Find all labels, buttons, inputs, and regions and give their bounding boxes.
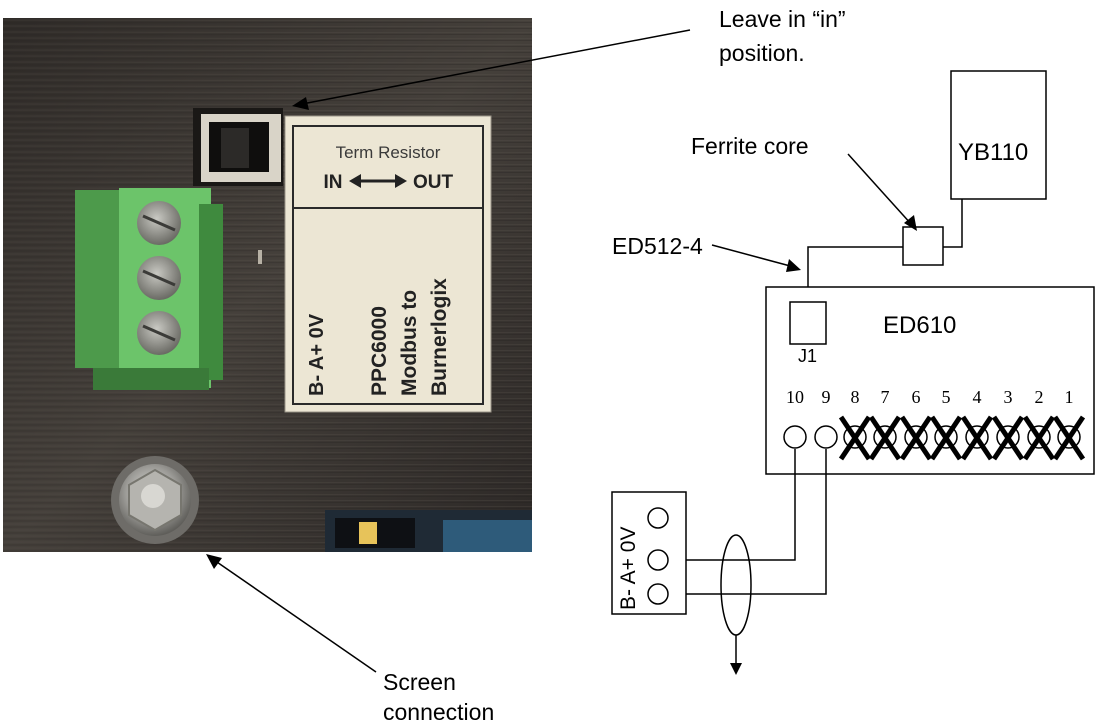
leave-in-line1: Leave in “in” bbox=[719, 6, 846, 32]
sticker-title: Term Resistor bbox=[336, 143, 441, 162]
terminal-number-5: 5 bbox=[941, 387, 951, 407]
sticker-line3: Burnerlogix bbox=[428, 278, 451, 396]
ferrite-arrow bbox=[847, 153, 917, 231]
panel-mark bbox=[258, 250, 262, 264]
terminal-number-6: 6 bbox=[911, 387, 921, 407]
cross-mark-icon bbox=[1052, 415, 1086, 461]
connector-terminal bbox=[647, 507, 669, 529]
connector-terminal bbox=[647, 583, 669, 605]
cross-mark-icon bbox=[960, 415, 994, 461]
cross-mark-icon bbox=[899, 415, 933, 461]
terminal-number-10: 10 bbox=[786, 387, 804, 407]
sticker-in: IN bbox=[324, 172, 343, 193]
j1-connector bbox=[789, 301, 827, 345]
screen-line1: Screen bbox=[383, 669, 456, 695]
terminal-9 bbox=[814, 425, 838, 449]
ferrite-label: Ferrite core bbox=[691, 133, 809, 159]
ed512-arrow bbox=[711, 244, 801, 272]
cross-mark-icon bbox=[838, 415, 872, 461]
terminal-row bbox=[783, 415, 1086, 461]
cross-mark-icon bbox=[929, 415, 963, 461]
terminal-number-2: 2 bbox=[1034, 387, 1044, 407]
j1-label: J1 bbox=[798, 346, 818, 366]
cable-j1-ferrite bbox=[807, 246, 903, 302]
green-terminal-block bbox=[75, 188, 223, 390]
earth-bolt bbox=[111, 456, 199, 544]
ed610-label: ED610 bbox=[883, 312, 957, 339]
ferrite-core bbox=[902, 226, 944, 266]
cross-mark-icon bbox=[1022, 415, 1056, 461]
earth-drain-arrow bbox=[730, 635, 742, 675]
terminal-number-3: 3 bbox=[1003, 387, 1013, 407]
device-photo: Term Resistor IN OUT B- A+ 0V PPC6000 Mo… bbox=[3, 18, 532, 552]
connector-terminal bbox=[647, 549, 669, 571]
wire-terminal-10 bbox=[668, 449, 796, 561]
cross-mark-icon bbox=[868, 415, 902, 461]
terminal-10 bbox=[783, 425, 807, 449]
label-sticker: Term Resistor IN OUT B- A+ 0V PPC6000 Mo… bbox=[284, 115, 492, 413]
terminal-number-9: 9 bbox=[821, 387, 831, 407]
screen-arrow bbox=[206, 554, 377, 673]
sticker-line2: Modbus to bbox=[398, 290, 421, 396]
cable-screen bbox=[720, 534, 752, 636]
connector-label: B- A+ 0V bbox=[617, 526, 640, 610]
sticker-out: OUT bbox=[413, 172, 454, 193]
terminal-number-8: 8 bbox=[850, 387, 860, 407]
term-resistor-switch bbox=[193, 108, 283, 186]
terminal-number-1: 1 bbox=[1064, 387, 1074, 407]
terminal-number-7: 7 bbox=[880, 387, 890, 407]
yb110-box bbox=[950, 70, 1047, 200]
device-photo-drawing: Term Resistor IN OUT B- A+ 0V PPC6000 Mo… bbox=[3, 18, 532, 552]
terminal-number-4: 4 bbox=[972, 387, 982, 407]
screen-line2: connection bbox=[383, 699, 495, 725]
sticker-terminals: B- A+ 0V bbox=[306, 313, 328, 396]
double-arrow-icon bbox=[349, 174, 407, 188]
leave-in-arrow bbox=[292, 29, 691, 110]
circuit-board-edge bbox=[325, 510, 532, 552]
cross-mark-icon bbox=[991, 415, 1025, 461]
yb110-label: YB110 bbox=[958, 139, 1029, 166]
cable-ferrite-yb110 bbox=[943, 199, 963, 248]
sticker-model: PPC6000 bbox=[368, 306, 391, 396]
ed512-label: ED512-4 bbox=[612, 233, 703, 259]
leave-in-callout: Leave in “in” position. bbox=[719, 2, 846, 70]
screen-callout: Screen connection bbox=[383, 667, 494, 727]
leave-in-line2: position. bbox=[719, 40, 805, 66]
